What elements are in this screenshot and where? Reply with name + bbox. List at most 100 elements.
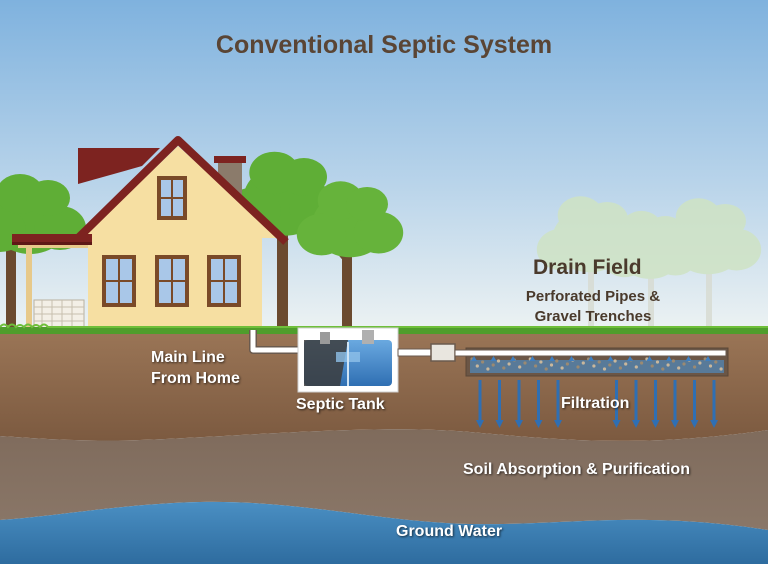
- gravel-dot: [491, 363, 495, 367]
- main-line-label-line-1: Main Line: [151, 349, 225, 366]
- filtration-arrow-icon: [690, 380, 699, 428]
- pipe-drop-icon: [471, 356, 477, 361]
- gravel-dot: [518, 365, 522, 369]
- gravel-dot: [592, 364, 596, 368]
- tree-icon: [0, 174, 86, 330]
- gravel-dot: [534, 364, 538, 368]
- filtration-arrow-head: [476, 420, 484, 428]
- gravel-dot: [613, 359, 617, 363]
- filtration-arrow-icon: [476, 380, 484, 428]
- filtration-arrow-icon: [612, 380, 621, 428]
- pipe-drop-icon: [685, 356, 692, 361]
- filtration-arrow-head: [515, 420, 523, 428]
- gravel-dot: [560, 366, 564, 370]
- background-trees: [536, 196, 762, 330]
- gravel-dot: [602, 367, 607, 371]
- filtration-arrow-icon: [495, 380, 504, 428]
- gravel-dot: [618, 366, 623, 370]
- filtration-arrow-icon: [554, 380, 562, 428]
- pipe-drop-icon: [568, 356, 575, 361]
- gravel-dot: [677, 366, 681, 370]
- gravel-dot: [507, 362, 511, 366]
- pipe-drop-icon: [666, 356, 672, 361]
- gravel-dot: [655, 360, 660, 364]
- filtration-arrow-icon: [671, 380, 679, 428]
- gravel-dot: [565, 362, 570, 366]
- filtration-arrow-head: [651, 420, 660, 428]
- gravel-dot: [486, 367, 490, 371]
- gravel-dot: [523, 361, 527, 365]
- pipe-drop-icon: [705, 356, 711, 361]
- gravel-dot: [597, 360, 601, 364]
- septic-tank-label: Septic Tank: [296, 396, 385, 413]
- diagram-title: Conventional Septic System: [215, 31, 553, 59]
- pipe-drop-icon: [627, 356, 633, 361]
- gravel-dot: [539, 360, 543, 364]
- soil-absorption-label: Soil Absorption & Purification: [463, 461, 690, 478]
- filtration-arrow-head: [710, 420, 718, 428]
- filtration-arrows: [476, 380, 718, 428]
- gravel-dot: [549, 363, 554, 367]
- gravel-dot: [555, 359, 559, 363]
- outlet-pipe: [397, 348, 433, 357]
- gravel-dot: [581, 361, 585, 365]
- drain-field-sublabel-line-1: Perforated Pipes &: [525, 288, 661, 305]
- pipe-drop-icon: [490, 356, 497, 361]
- gravel-dot: [544, 367, 548, 371]
- pipe-drop-icon: [588, 356, 594, 361]
- gravel-dot: [576, 365, 580, 369]
- tree-icon: [296, 181, 404, 330]
- filtration-arrow-icon: [534, 380, 543, 428]
- gravel-dot: [661, 367, 665, 371]
- filtration-arrow-head: [495, 420, 504, 428]
- filtration-arrow-head: [554, 420, 562, 428]
- filtration-arrow-head: [534, 420, 543, 428]
- subsoil-layer: [0, 429, 768, 530]
- gravel-dot: [624, 362, 628, 366]
- ground-water-layer: [0, 501, 768, 564]
- drain-field-sublabel-line-2: Gravel Trenches: [534, 308, 652, 325]
- drain-field-label: Drain Field: [533, 256, 642, 279]
- filtration-arrow-head: [690, 420, 699, 428]
- pipe-drop-icon: [549, 356, 555, 361]
- distribution-box-icon: [430, 343, 456, 362]
- filtration-arrow-icon: [651, 380, 660, 428]
- gravel-dot: [481, 360, 485, 364]
- drain-field-sublabel: Perforated Pipes & Gravel Trenches: [500, 287, 686, 327]
- gravel-dot: [708, 364, 713, 368]
- septic-tank-icon: [297, 327, 399, 393]
- main-line-label: Main Line From Home: [151, 347, 240, 389]
- filtration-arrow-icon: [632, 380, 640, 428]
- filtration-arrow-head: [671, 420, 679, 428]
- filtration-arrow-icon: [515, 380, 523, 428]
- perforated-pipe-icon: [454, 349, 727, 357]
- filtration-label: Filtration: [561, 395, 630, 412]
- pipe-drop-icon: [510, 356, 516, 361]
- filtration-arrow-head: [612, 420, 621, 428]
- gravel-dot: [634, 365, 638, 369]
- gravel-dot: [475, 364, 479, 368]
- gravel-dot: [650, 364, 654, 368]
- pipe-drop-icon: [529, 356, 536, 361]
- gravel-dot: [640, 361, 644, 365]
- gravel-dot: [671, 359, 676, 363]
- pipe-drop-icon: [646, 356, 653, 361]
- gravel-dot: [608, 363, 612, 367]
- gravel-dot: [682, 362, 686, 366]
- gravel-dot: [502, 366, 506, 370]
- pipe-drop-icon: [607, 356, 614, 361]
- gravel-dot: [693, 365, 697, 369]
- main-line-label-line-2: From Home: [151, 370, 240, 387]
- house-icon: [12, 136, 289, 331]
- gravel-dot: [666, 363, 670, 367]
- filtration-arrow-head: [632, 420, 640, 428]
- ground-water-label: Ground Water: [396, 523, 503, 540]
- gravel-dot: [714, 360, 718, 364]
- gravel-dot: [496, 359, 501, 363]
- pipe-drops: [471, 356, 711, 361]
- filtration-arrow-icon: [710, 380, 718, 428]
- gravel-dot: [719, 367, 723, 371]
- gravel-dot: [698, 361, 702, 365]
